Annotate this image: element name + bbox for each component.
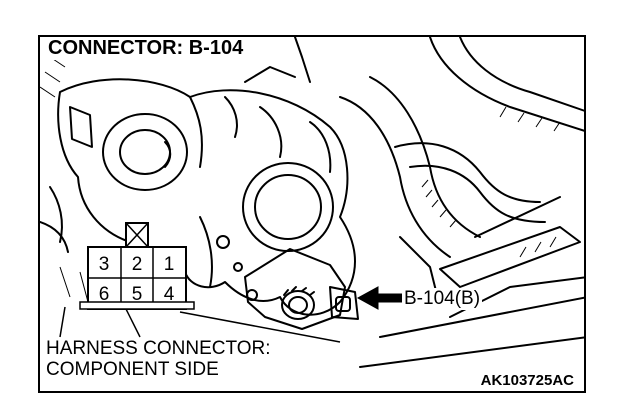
connector-latch-cross [125,222,149,248]
hose-4 [409,164,546,223]
lower-rib [199,216,213,288]
sensor-body [244,248,346,330]
hose-6 [459,37,584,112]
leader-1 [59,306,66,338]
left-hose-2 [40,221,69,253]
top-edge [244,66,296,83]
hose-2 [369,76,481,238]
leader-3 [179,311,341,343]
lower-line-2 [379,296,584,338]
connector-title: CONNECTOR: B-104 [46,37,248,60]
harness-label-line1: HARNESS CONNECTOR: [46,338,271,359]
callout-label: B-104(B) [402,288,483,310]
pin-2: 2 [132,254,143,275]
bracket-line [474,196,561,238]
sensor-connector-socket [335,296,351,312]
rib-4 [309,121,332,173]
rib-3 [259,106,283,158]
bracket-plate [439,226,581,288]
diagram-frame: 3 2 1 6 5 4 CONNECTOR: B-104 B-104(B) HA… [38,35,586,393]
engine-illustration: 3 2 1 6 5 4 [40,37,584,368]
callout-arrow [356,286,403,310]
rib-1 [189,96,203,168]
harness-label-line2: COMPONENT SIDE [46,359,219,380]
hose-hatch [421,179,457,228]
leader-2 [124,306,141,338]
gear-teeth [283,286,315,296]
rib-2 [224,96,238,138]
hose-3 [394,142,541,203]
left-bore [102,113,188,191]
harness-connector-face: 3 2 1 6 5 4 [79,222,195,310]
right-bore [242,162,334,252]
hose-hatch-2 [499,106,561,132]
hose-1 [339,96,451,258]
left-bracket [69,106,93,148]
sensor-screw [246,289,258,301]
pin-1: 1 [164,254,175,275]
figure-code: AK103725AC [478,372,576,389]
hose-5 [429,37,584,132]
lower-line-3 [359,336,584,368]
sensor-gear-inner [288,296,308,314]
left-bore-mark [164,141,172,168]
pin-5: 5 [132,284,143,305]
bracket-hatch [519,236,557,258]
sensor-connector [329,286,359,320]
right-bore-inner [254,174,322,240]
sensor-gear [281,290,315,320]
pin-6: 6 [99,284,110,305]
connector-base [79,301,195,310]
pin-3: 3 [99,254,110,275]
harness-label: HARNESS CONNECTOR: COMPONENT SIDE [46,338,271,380]
top-line-2 [294,37,311,83]
bolt-2 [233,262,243,272]
pin-4: 4 [164,284,175,305]
bolt [216,235,230,249]
left-hatch [59,266,89,303]
left-bore-inner [119,129,171,175]
